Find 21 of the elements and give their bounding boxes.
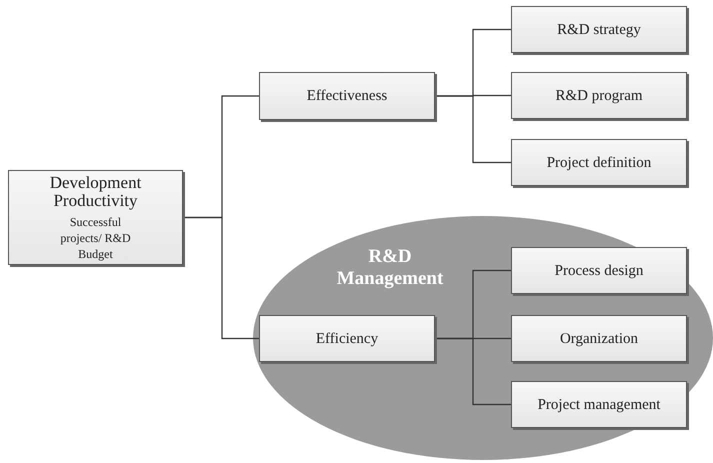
box-subtitle: Successful projects/ R&D Budget	[59, 214, 132, 262]
box-title: R&D program	[555, 86, 643, 104]
box-title: Project definition	[546, 154, 652, 172]
box-title: R&D strategy	[557, 20, 641, 38]
region-title: R&D Management	[336, 246, 444, 290]
connector-line	[435, 95, 511, 164]
box-title: Efficiency	[316, 330, 378, 348]
process-box	[511, 139, 687, 186]
box-title: Project management	[538, 396, 660, 414]
box-title: Effectiveness	[306, 87, 388, 105]
box-title: Development Productivity	[48, 174, 142, 210]
connector-line	[183, 216, 259, 340]
connector-line	[435, 338, 511, 406]
process-box	[259, 72, 435, 120]
process-box	[511, 315, 687, 362]
process-box	[8, 170, 183, 265]
process-box	[511, 72, 687, 119]
box-title: Organization	[560, 330, 638, 348]
box-title: Process design	[554, 262, 644, 280]
process-box	[259, 315, 435, 362]
process-box	[511, 6, 687, 53]
